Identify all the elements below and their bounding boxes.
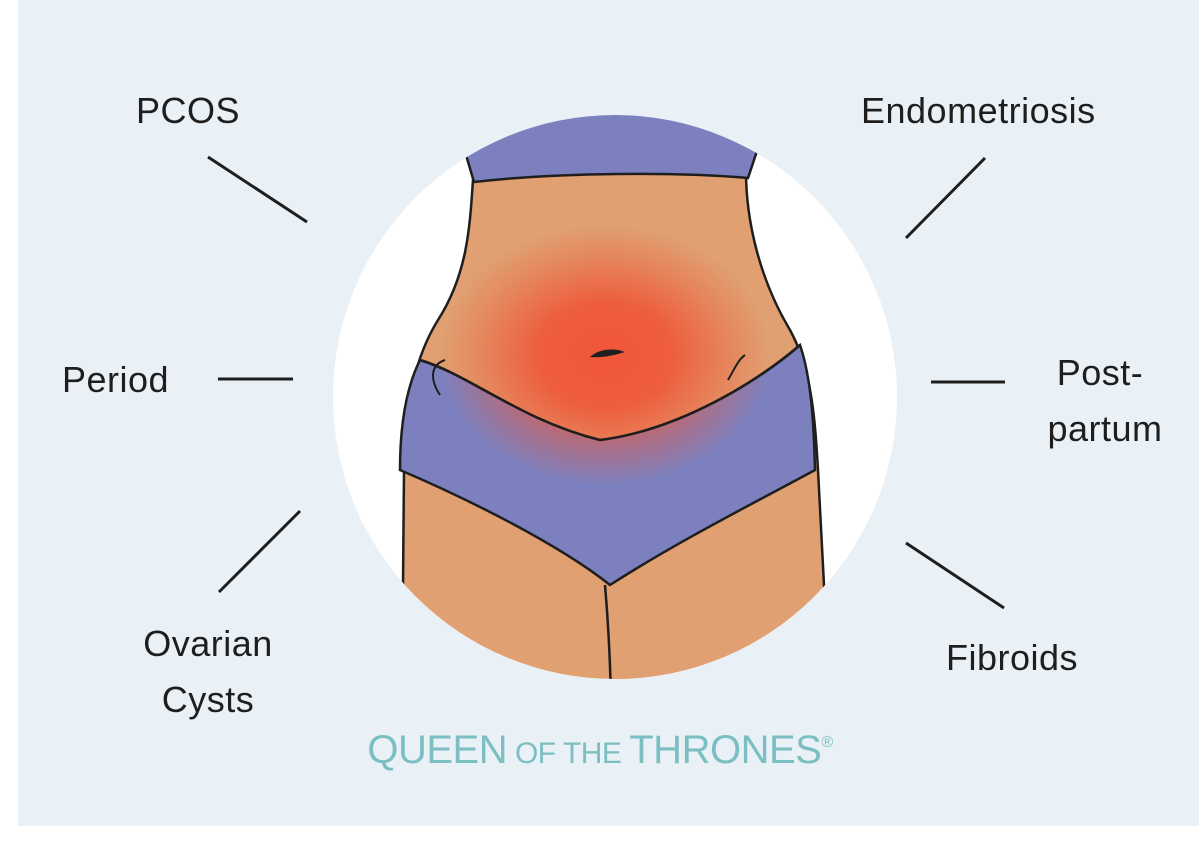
label-period: Period <box>62 352 169 408</box>
label-ovarian-line1: Ovarian <box>128 616 288 672</box>
brand-part1: QUEEN <box>367 728 507 772</box>
label-ovarian-line2: Cysts <box>128 672 288 728</box>
brand-registered-mark: ® <box>821 734 832 751</box>
brand-logo: QUEEN OF THE THRONES® <box>300 728 900 773</box>
label-pcos: PCOS <box>136 83 240 139</box>
ovarian-connector <box>219 511 300 592</box>
label-fibroids: Fibroids <box>946 630 1078 686</box>
brand-part3: THRONES <box>629 728 821 772</box>
fibroids-connector <box>906 543 1004 608</box>
label-endometriosis: Endometriosis <box>861 83 1096 139</box>
bra-band <box>466 108 758 182</box>
label-postpartum-line1: Post- <box>1020 345 1180 401</box>
brand-part2: OF THE <box>507 737 629 770</box>
label-postpartum: Post- partum <box>1030 345 1180 457</box>
label-ovarian-cysts: Ovarian Cysts <box>128 616 288 728</box>
endometriosis-connector <box>906 158 985 238</box>
pcos-connector <box>208 157 307 222</box>
label-postpartum-line2: partum <box>1030 401 1180 457</box>
